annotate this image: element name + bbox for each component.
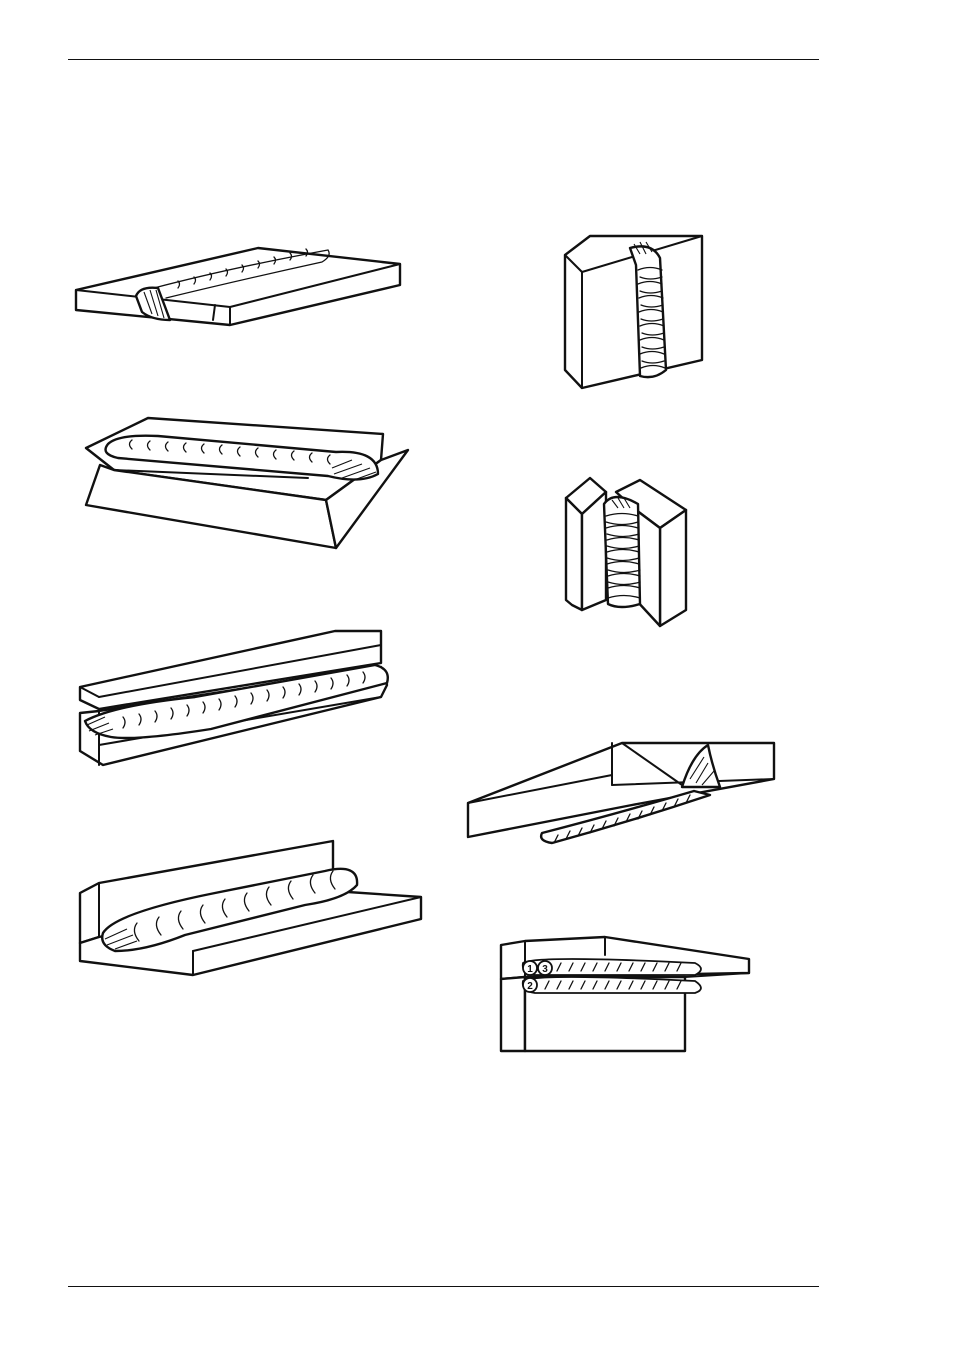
bead-label-2: 2 [527,981,533,992]
vertical-fillet-weld-icon [560,470,695,630]
bead-label-3: 3 [542,964,548,975]
horizontal-fillet-weld-icon [75,835,425,980]
flat-butt-weld-icon [70,240,410,335]
vertical-butt-weld-icon [560,230,710,395]
header-rule [68,59,819,60]
overhead-butt-weld-icon [462,735,780,850]
overhead-fillet-weld-icon: 1 3 2 [495,935,760,1055]
footer-rule [68,1286,819,1287]
bead-label-1: 1 [527,964,533,975]
flat-fillet-weld-icon [78,410,418,555]
horizontal-butt-weld-icon [75,625,400,770]
